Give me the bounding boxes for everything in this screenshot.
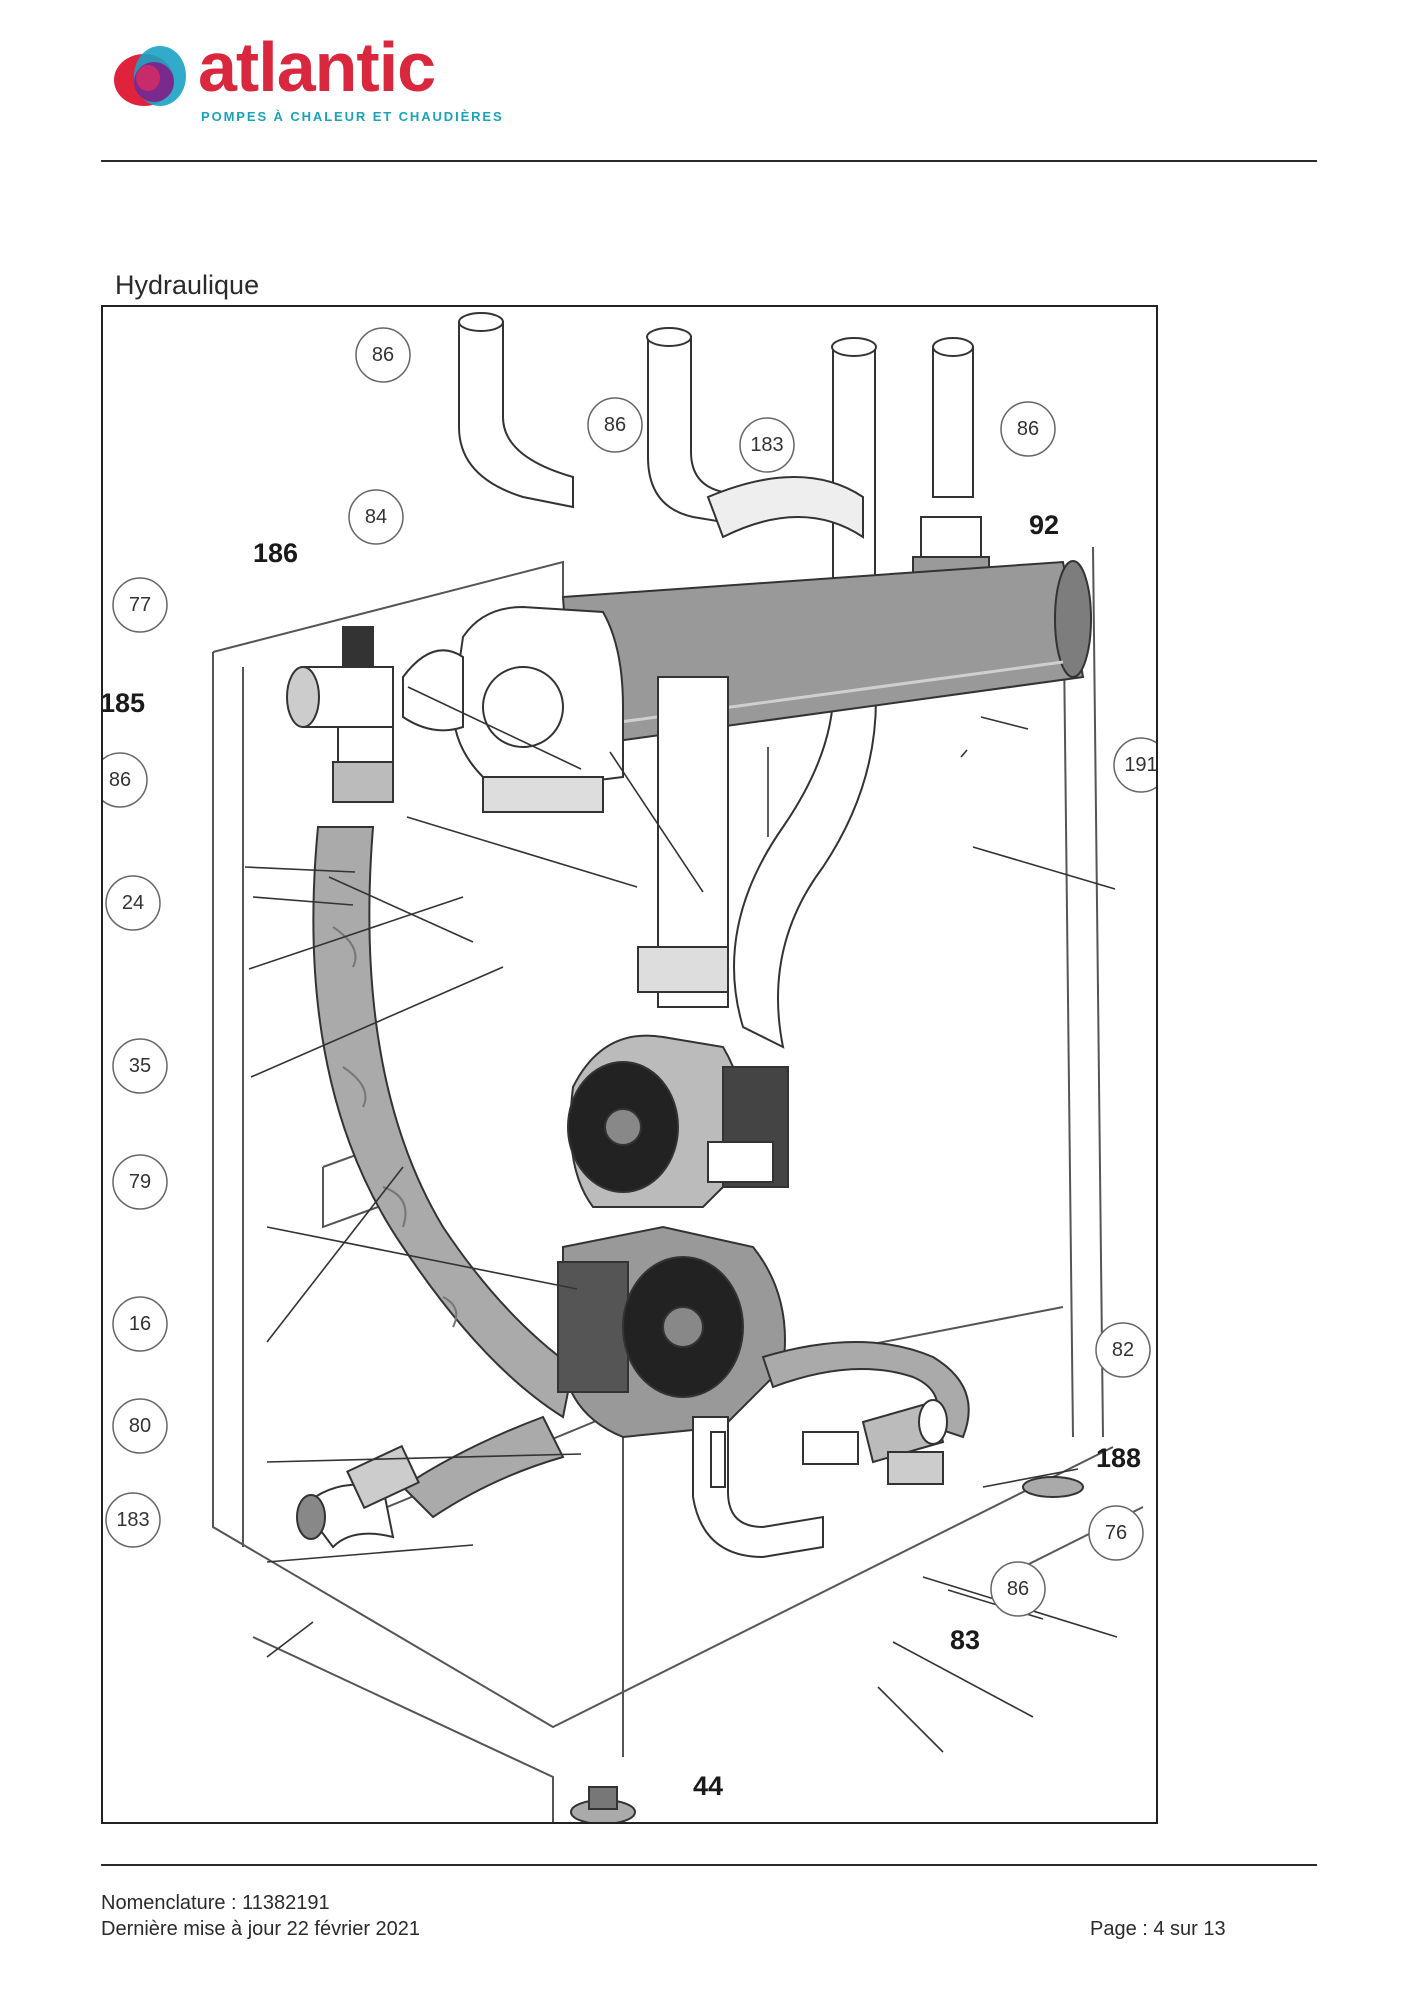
brand-name: atlantic [198, 28, 436, 106]
callout-86-top-mid: 86 [604, 414, 626, 436]
callout-79-circle [112, 1154, 168, 1210]
callout-191-circle [1113, 737, 1156, 793]
callout-86-top-left: 86 [372, 344, 394, 366]
callout-86-top-left-circle [355, 327, 411, 383]
callout-183-bottom-circle [105, 1492, 161, 1548]
header-rule [101, 160, 1317, 162]
callout-86-bottom: 86 [1007, 1578, 1029, 1600]
callout-24: 24 [122, 892, 144, 914]
label-185: 185 [103, 688, 145, 718]
brand-tagline: POMPES À CHALEUR ET CHAUDIÈRES [201, 109, 504, 124]
footer-rule [101, 1864, 1317, 1866]
label-92: 92 [1029, 510, 1059, 540]
callout-183-top: 183 [750, 434, 783, 456]
callout-76: 76 [1105, 1522, 1127, 1544]
callout-183-top-circle [739, 417, 795, 473]
callout-80-circle [112, 1398, 168, 1454]
callout-35: 35 [129, 1055, 151, 1077]
callout-35-circle [112, 1038, 168, 1094]
callout-86-left-circle [103, 752, 148, 808]
callout-84-circle [348, 489, 404, 545]
callout-183-bottom: 183 [116, 1509, 149, 1531]
logo-mark-icon [114, 46, 186, 106]
callout-86-bottom-circle [990, 1561, 1046, 1617]
callout-76-circle [1088, 1505, 1144, 1561]
label-44: 44 [693, 1771, 723, 1801]
callout-77: 77 [129, 594, 151, 616]
callout-86-top-mid-circle [587, 397, 643, 453]
callout-79: 79 [129, 1171, 151, 1193]
hydraulic-diagram: 86 86 183 86 84 77 86 24 35 79 16 80 183… [101, 305, 1158, 1824]
callout-80: 80 [129, 1415, 151, 1437]
footer-last-update: Dernière mise à jour 22 février 2021 [101, 1918, 421, 1940]
label-83: 83 [950, 1625, 980, 1655]
atlantic-logo: atlantic POMPES À CHALEUR ET CHAUDIÈRES [112, 32, 502, 134]
label-188: 188 [1096, 1443, 1141, 1473]
label-186: 186 [253, 538, 298, 568]
footer-page-number: Page : 4 sur 13 [1090, 1918, 1226, 1940]
footer-nomenclature: Nomenclature : 11382191 [101, 1892, 330, 1914]
callout-84: 84 [365, 506, 387, 528]
section-title: Hydraulique [115, 270, 260, 300]
callout-24-circle [105, 875, 161, 931]
callout-86-left: 86 [109, 769, 131, 791]
callout-191: 191 [1124, 754, 1157, 776]
callout-82-circle [1095, 1322, 1151, 1378]
callout-82: 82 [1112, 1339, 1134, 1361]
callout-86-top-right: 86 [1017, 418, 1039, 440]
callout-77-circle [112, 577, 168, 633]
callout-16: 16 [129, 1313, 151, 1335]
callout-16-circle [112, 1296, 168, 1352]
hydraulic-exploded-view: 86 86 183 86 84 77 86 24 35 79 16 80 183… [103, 312, 1157, 1822]
callout-86-top-right-circle [1000, 401, 1056, 457]
